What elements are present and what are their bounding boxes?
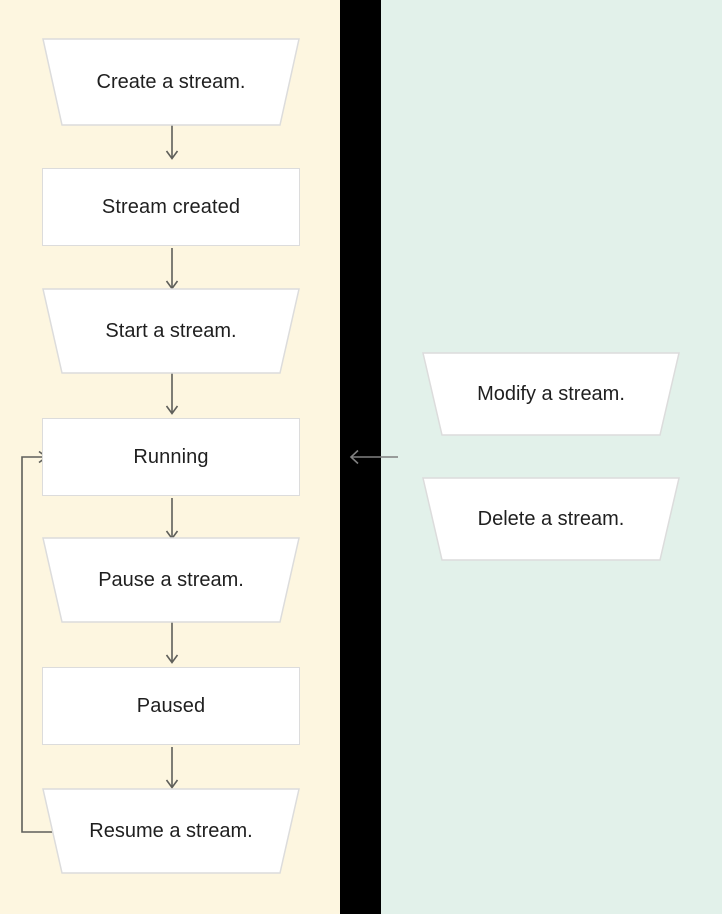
edge-resume-to-running-loopback	[21, 450, 60, 833]
trapezoid-shape	[42, 788, 300, 874]
node-resume-a-stream[interactable]: Resume a stream.	[42, 788, 300, 874]
node-label: Modify a stream.	[477, 382, 625, 405]
node-create-a-stream[interactable]: Create a stream.	[42, 38, 300, 126]
trapezoid-shape	[422, 352, 680, 436]
node-label: Resume a stream.	[89, 819, 253, 842]
right-panel-background	[381, 0, 722, 914]
node-label: Stream created	[101, 196, 241, 218]
node-label: Pause a stream.	[98, 568, 244, 591]
trapezoid-shape	[42, 288, 300, 374]
edge-operations-to-running	[349, 449, 398, 465]
node-label: Running	[133, 446, 209, 468]
edge-paused-to-resume	[165, 747, 179, 789]
node-delete-a-stream[interactable]: Delete a stream.	[422, 477, 680, 561]
node-stream-created[interactable]: Stream created	[42, 168, 300, 246]
node-label: Create a stream.	[96, 70, 246, 93]
edge-pause-to-paused	[165, 622, 179, 664]
node-paused[interactable]: Paused	[42, 667, 300, 745]
node-label: Paused	[136, 695, 206, 717]
node-running[interactable]: Running	[42, 418, 300, 496]
node-label: Delete a stream.	[477, 507, 625, 530]
node-modify-a-stream[interactable]: Modify a stream.	[422, 352, 680, 436]
trapezoid-shape	[422, 477, 680, 561]
trapezoid-shape	[42, 38, 300, 126]
node-pause-a-stream[interactable]: Pause a stream.	[42, 537, 300, 623]
node-label: Start a stream.	[105, 319, 237, 342]
edge-start-to-running	[165, 373, 179, 415]
trapezoid-shape	[42, 537, 300, 623]
node-start-a-stream[interactable]: Start a stream.	[42, 288, 300, 374]
